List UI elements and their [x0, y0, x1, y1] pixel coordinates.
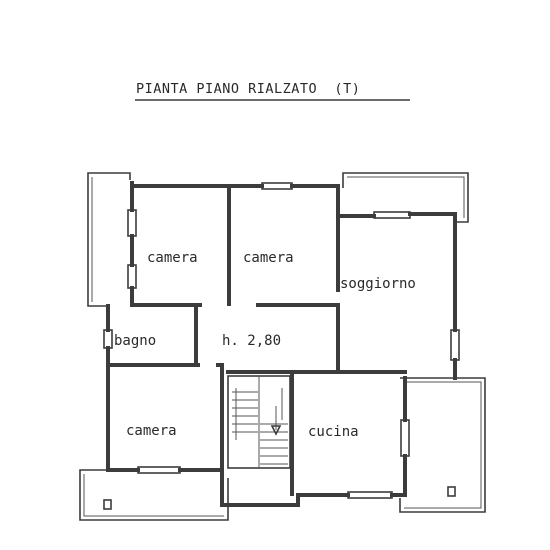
- room-label-cucina: cucina: [308, 424, 359, 440]
- staircase: [227, 375, 291, 469]
- balcony-bottom-right: [399, 377, 486, 513]
- exterior-walls: [106, 181, 457, 507]
- windows: [103, 182, 460, 499]
- plan-title: PIANTA PIANO RIALZATO (T): [136, 81, 360, 97]
- balcony-top-right: [342, 172, 469, 223]
- room-label-camera-2: camera: [243, 250, 294, 266]
- drain-icon: [447, 486, 456, 497]
- balcony-top-left: [87, 172, 131, 307]
- interior-walls: [106, 186, 407, 496]
- drain-icon: [103, 499, 112, 510]
- balcony-bottom-left: [79, 469, 229, 521]
- room-label-camera-3: camera: [126, 423, 177, 439]
- stair-arrow-icon: [270, 425, 282, 436]
- room-label-bagno: bagno: [114, 333, 156, 349]
- room-label-camera-1: camera: [147, 250, 198, 266]
- room-label-ceiling-height: h. 2,80: [222, 333, 281, 349]
- room-label-soggiorno: soggiorno: [340, 276, 416, 292]
